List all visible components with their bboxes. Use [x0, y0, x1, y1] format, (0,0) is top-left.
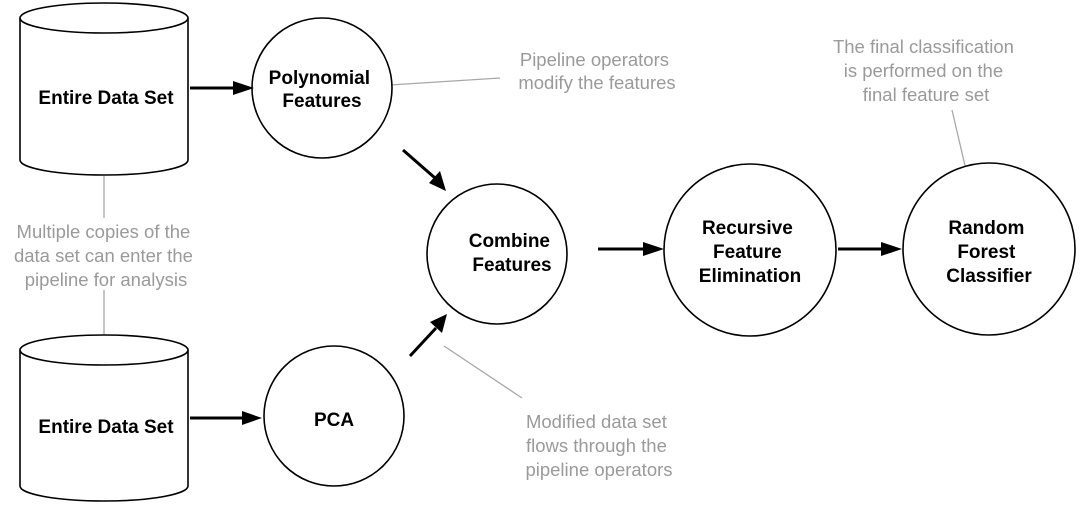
dataset-bottom-label: Entire Data Set: [38, 417, 174, 438]
arrow-dataset-to-pca: [190, 411, 262, 425]
polynomial-label-line2: Features: [282, 91, 361, 112]
note-modified-data-set: Modified data set flows through the pipe…: [525, 411, 672, 480]
arrow-pca-to-combine: [408, 314, 447, 358]
rf-label-line3: Classifier: [946, 266, 1032, 287]
node-pca: PCA: [263, 345, 405, 487]
rfe-label-line2: Feature: [713, 242, 782, 263]
node-combine-features: Combine Features: [426, 183, 568, 325]
arrow-polynomial-to-combine: [402, 148, 446, 191]
rfe-label-line1: Recursive: [702, 218, 793, 239]
arrow-rfe-to-rf: [838, 242, 902, 256]
rf-label-line1: Random: [948, 218, 1024, 239]
svg-text:PCA: PCA: [314, 410, 354, 431]
pca-label: PCA: [314, 410, 354, 431]
node-polynomial-features: Polynomial Features: [251, 17, 393, 159]
note-multiple-copies: Multiple copies of the data set can ente…: [14, 221, 198, 290]
svg-text:Random Forest Clas: Random Forest Classifier: [946, 218, 1032, 287]
svg-text:Combine Features: Combine Features: [469, 231, 556, 276]
svg-text:Polynomial Features: Polynomial Features: [269, 68, 376, 112]
polynomial-label-line1: Polynomial: [269, 68, 370, 89]
note-pipeline-operators: Pipeline operators modify the features: [518, 49, 675, 93]
dataset-cylinder-top: Entire Data Set: [19, 2, 189, 176]
note-final-classification: The final classification is performed on…: [833, 36, 1019, 105]
dataset-top-label: Entire Data Set: [38, 88, 174, 109]
rfe-label-line3: Elimination: [699, 266, 801, 287]
svg-text:Recursive Feature: Recursive Feature Elimination: [699, 218, 801, 287]
node-random-forest-classifier: Random Forest Classifier: [902, 162, 1076, 336]
combine-label-line1: Combine: [469, 231, 550, 252]
leader-final-class: [951, 109, 967, 171]
arrow-combine-to-rfe: [598, 242, 664, 256]
combine-label-line2: Features: [472, 255, 551, 276]
leader-pipeline-ops: [389, 77, 501, 86]
arrow-dataset-to-polynomial: [190, 81, 254, 95]
leader-modified-flow: [443, 345, 523, 399]
rf-label-line2: Forest: [957, 242, 1016, 263]
node-recursive-feature-elimination: Recursive Feature Elimination: [663, 163, 837, 337]
dataset-cylinder-bottom: Entire Data Set: [19, 334, 189, 502]
